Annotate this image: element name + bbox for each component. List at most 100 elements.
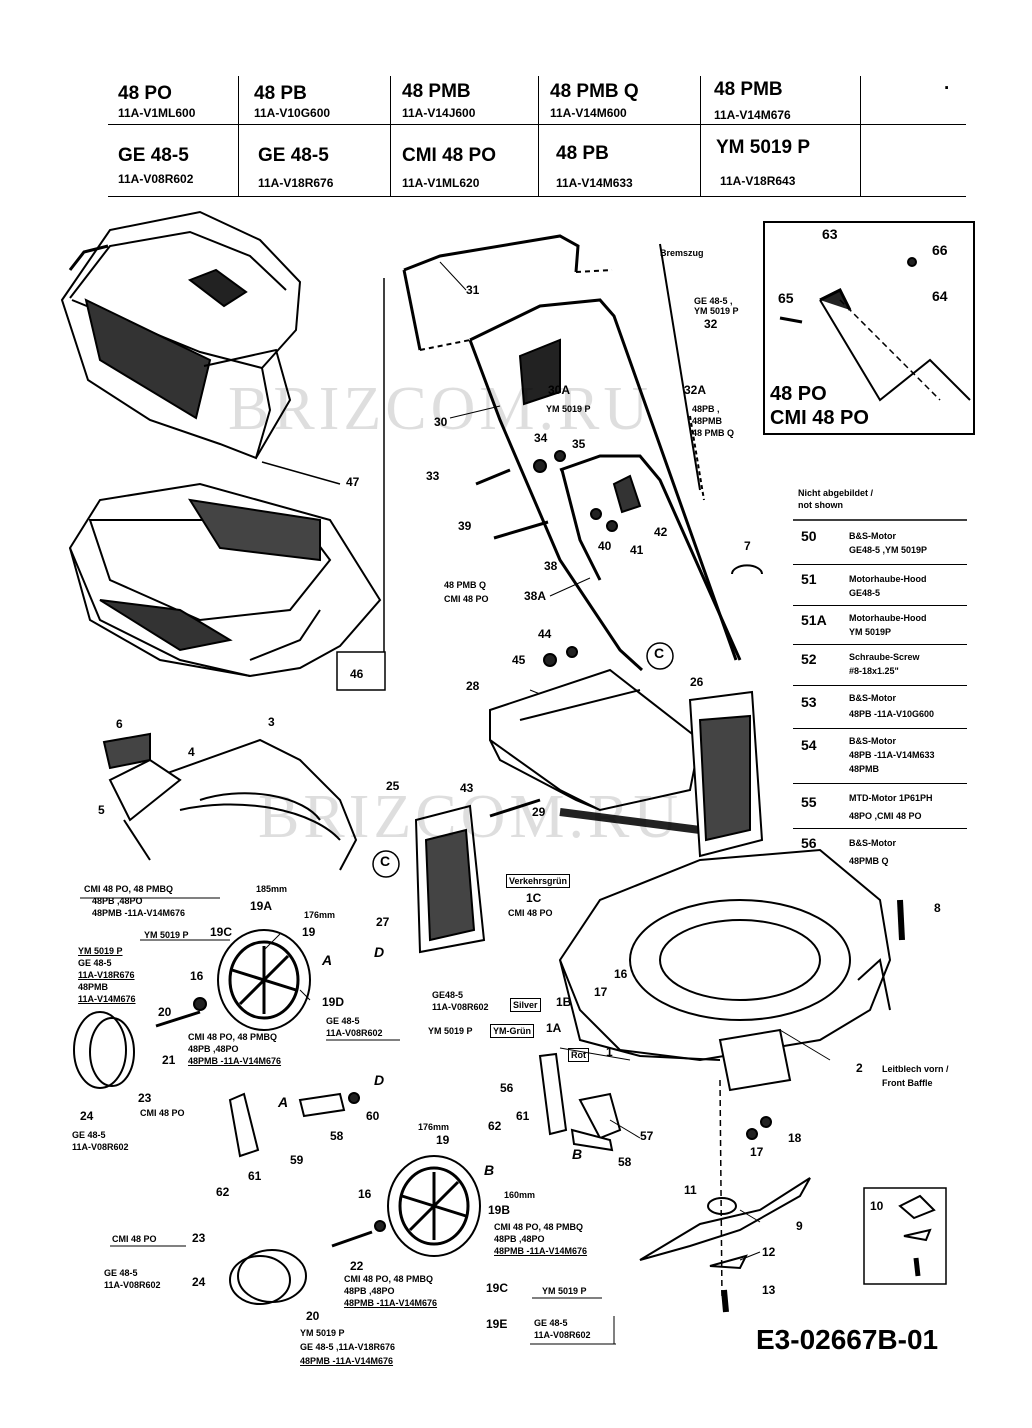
part-label: 42 <box>654 525 668 539</box>
table-row-text: B&S-Motor <box>849 838 896 848</box>
table-row: 54 B&S-Motor 48PB -11A-V14M633 48PMB <box>793 729 967 784</box>
bolt-22 <box>331 1230 373 1248</box>
part-label: 13 <box>762 1283 776 1297</box>
bracket-59 <box>228 1092 260 1158</box>
leader-lines <box>263 261 831 1261</box>
watermark: BRIZCOM.RU <box>228 375 653 443</box>
part-label: 28 <box>466 679 480 693</box>
table-row-text: Motorhaube-Hood <box>849 574 927 584</box>
part-label: A <box>322 952 333 968</box>
part-label: 30 <box>434 415 448 429</box>
table-row-text: #8-18x1.25" <box>849 666 899 676</box>
model-sku: 11A-V14J600 <box>402 106 476 120</box>
part-label: 60 <box>366 1109 380 1123</box>
part-note: 48PB ,48PO <box>494 1234 545 1244</box>
model-sku: 11A-V14M633 <box>556 176 633 190</box>
mower-deck <box>558 848 892 1092</box>
part-label: 22 <box>350 1259 364 1273</box>
part-label: 27 <box>376 915 390 929</box>
part-label: 58 <box>618 1155 632 1169</box>
header-divider <box>700 76 701 196</box>
table-row-text: 48PMB <box>849 764 880 774</box>
part-note: 48 PMB Q <box>444 580 487 590</box>
part-note: 48PMB -11A-V14M676 <box>188 1056 282 1066</box>
part-note: GE 48-5 <box>326 1016 360 1026</box>
table-row-num: 52 <box>801 651 817 667</box>
model-name: 48 PMB Q <box>550 81 639 102</box>
color-box: Rot <box>568 1048 589 1062</box>
part-note: 176mm <box>418 1122 450 1132</box>
header-divider <box>108 124 966 125</box>
part-note: Front Baffle <box>882 1078 933 1088</box>
part-label: 34 <box>534 431 548 445</box>
part-label: 30A <box>548 383 571 397</box>
part-note: YM 5019 P <box>300 1328 345 1338</box>
part-label: 20 <box>158 1005 172 1019</box>
color-box: Silver <box>510 998 541 1012</box>
part-label: 35 <box>572 437 586 451</box>
spring-29 <box>559 808 701 834</box>
rear-deck-section <box>102 732 358 871</box>
part-label: B <box>572 1146 583 1162</box>
bolt-39 <box>493 520 549 540</box>
color-box: Verkehrsgrün <box>506 874 571 888</box>
part-note: CMI 48 PO, 48 PMBQ <box>188 1032 278 1042</box>
part-note: YM 5019 P <box>546 404 591 414</box>
part-label: 58 <box>330 1129 344 1143</box>
part-label: 46 <box>350 667 364 681</box>
part-note: 48PMB -11A-V14M676 <box>92 908 186 918</box>
table-row-text: Schraube-Screw <box>849 652 920 662</box>
table-row: 55 MTD-Motor 1P61PH 48PO ,CMI 48 PO <box>793 784 967 829</box>
height-adjuster-left <box>414 804 486 954</box>
inset-box <box>763 221 975 435</box>
part-note: GE 48-5 <box>72 1130 106 1140</box>
part-note: CMI 48 PO <box>140 1108 185 1118</box>
part-note: CMI 48 PO, 48 PMBQ <box>494 1222 584 1232</box>
part-label: 3 <box>268 715 275 729</box>
rear-wheel <box>217 929 311 1031</box>
part-note: Bremszug <box>660 248 704 258</box>
part-label: 9 <box>796 1219 803 1233</box>
part-label: 41 <box>630 543 644 557</box>
part-note: 48PMB -11A-V14M676 <box>494 1246 588 1256</box>
part-10-box <box>863 1187 947 1285</box>
part-label: 32A <box>684 383 707 397</box>
part-note: GE 48-5 , <box>694 296 733 306</box>
header-dot: . <box>944 73 950 94</box>
part-label: 6 <box>116 717 123 731</box>
table-heading: not shown <box>798 500 843 510</box>
part-label: 57 <box>640 1129 654 1143</box>
model-sku: 11A-V14M600 <box>550 106 627 120</box>
part-label: 32 <box>704 317 718 331</box>
part-label: 29 <box>532 805 546 819</box>
table-row-text: B&S-Motor <box>849 693 896 703</box>
part-note: Leitblech vorn / <box>882 1064 949 1074</box>
header-divider <box>108 196 966 197</box>
model-sku: 11A-V18R643 <box>720 174 796 188</box>
bolt-21 <box>155 1010 201 1028</box>
part-label: 62 <box>488 1119 502 1133</box>
watermark: BRIZCOM.RU <box>258 783 683 851</box>
part-note: 11A-V08R602 <box>432 1002 489 1012</box>
front-wheel <box>387 1155 481 1257</box>
part-label: 19D <box>322 995 345 1009</box>
table-row-num: 54 <box>801 737 817 753</box>
washer-icon <box>903 1228 932 1242</box>
bracket-58b <box>570 1128 614 1152</box>
hubcap-front <box>229 1249 307 1305</box>
table-row: 53 B&S-Motor 48PB -11A-V10G600 <box>793 686 967 729</box>
table-row: 50 B&S-Motor GE48-5 ,YM 5019P <box>793 522 967 565</box>
part-note: YM 5019 P <box>428 1026 473 1036</box>
part-label: C <box>654 645 665 661</box>
table-row: 56 B&S-Motor 48PMB Q <box>793 829 967 869</box>
model-name: YM 5019 P <box>716 137 810 158</box>
table-row-text: GE48-5 <box>849 588 881 598</box>
part-label: B <box>484 1162 495 1178</box>
grass-catcher-top <box>60 210 302 460</box>
bolt-33 <box>475 468 511 486</box>
table-row-num: 50 <box>801 528 817 544</box>
part-note: 48PB , <box>692 404 720 414</box>
part-label: 38 <box>544 559 558 573</box>
part-label: 5 <box>98 803 105 817</box>
